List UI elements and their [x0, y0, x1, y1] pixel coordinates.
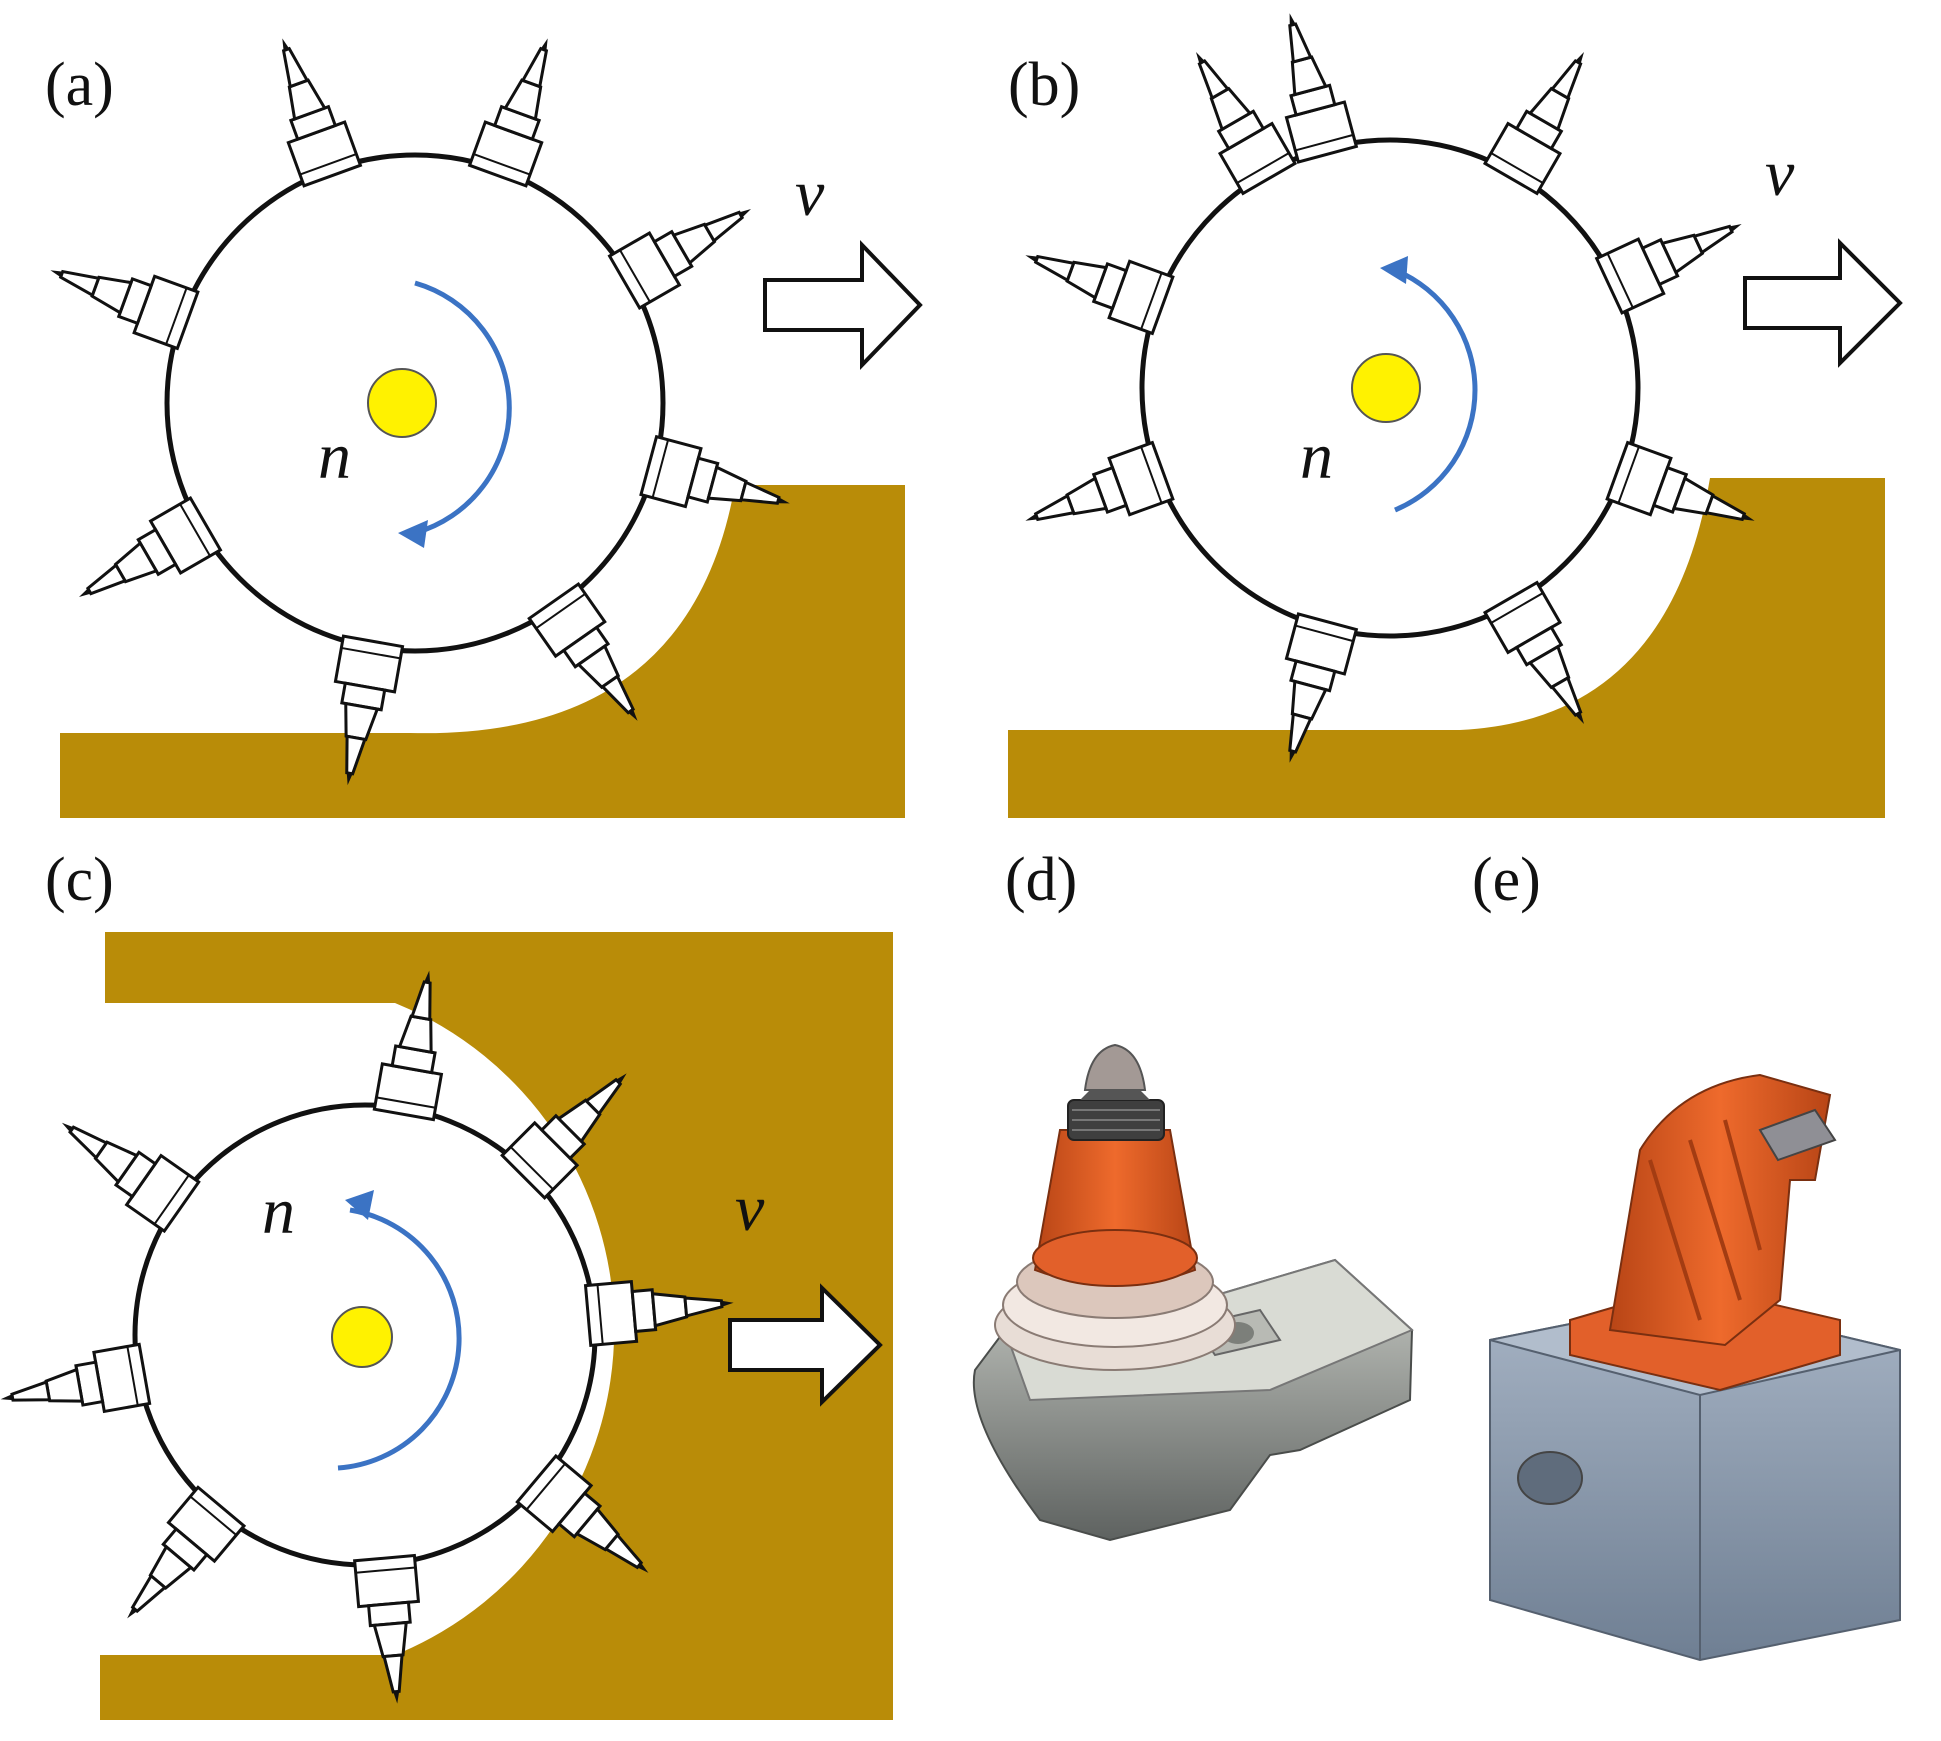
panel-c-drum	[0, 963, 738, 1708]
conical-pick-icon	[102, 1485, 246, 1640]
arrowhead-icon	[1380, 256, 1408, 284]
panel-a-velocity-symbol: v	[795, 157, 825, 230]
axle-icon	[1351, 353, 1421, 423]
panel-d: (d)	[972, 846, 1414, 1542]
conical-pick-icon	[468, 26, 578, 188]
direction-arrow-icon	[728, 1283, 883, 1407]
conical-pick-icon	[1013, 225, 1175, 335]
axle-icon	[367, 368, 437, 438]
conical-pick-icon	[1483, 35, 1612, 195]
axle-icon	[331, 1306, 393, 1368]
panel-e: (e)	[1472, 846, 1901, 1662]
panel-b-rotation-symbol: n	[1300, 420, 1333, 493]
radial-pick-icon	[1489, 1073, 1901, 1662]
panel-b-material	[1008, 478, 1885, 818]
conical-pick-icon	[1013, 441, 1175, 551]
panel-b-drum	[1013, 3, 1767, 773]
arrowhead-icon	[345, 1190, 374, 1220]
rotation-arrow-icon	[337, 1207, 462, 1471]
panel-e-label: (e)	[1472, 846, 1541, 914]
arrowhead-icon	[398, 520, 428, 548]
conical-pick-icon	[38, 240, 200, 350]
panel-b: (b) n v	[1008, 3, 1903, 818]
conical-pick-icon	[62, 496, 222, 625]
conical-pick-icon	[972, 1043, 1414, 1542]
panel-a-material	[60, 485, 905, 818]
panel-d-label: (d)	[1005, 846, 1077, 914]
conical-pick-icon	[252, 26, 362, 188]
direction-arrow-icon	[763, 240, 923, 370]
direction-arrow-icon	[1743, 238, 1903, 368]
conical-pick-icon	[43, 1096, 201, 1233]
panel-b-label: (b)	[1008, 51, 1080, 119]
panel-a-rotation-symbol: n	[318, 420, 351, 493]
panel-a-drum	[38, 26, 800, 792]
panel-c: (c) n v	[0, 846, 893, 1720]
panel-c-material	[100, 932, 893, 1720]
panel-c-label: (c)	[45, 846, 114, 914]
panel-c-rotation-symbol: n	[262, 1175, 295, 1248]
panel-b-velocity-symbol: v	[1765, 137, 1795, 210]
rotation-arrow-icon	[1394, 267, 1478, 513]
conical-pick-icon	[1595, 195, 1756, 315]
panel-c-velocity-symbol: v	[735, 1172, 765, 1245]
conical-pick-icon	[0, 1342, 152, 1431]
rotation-arrow-icon	[414, 280, 512, 536]
conical-pick-icon	[1168, 35, 1297, 195]
panel-a: (a) n v	[38, 26, 923, 818]
conical-pick-icon	[608, 181, 768, 310]
panel-a-label: (a)	[45, 51, 114, 119]
